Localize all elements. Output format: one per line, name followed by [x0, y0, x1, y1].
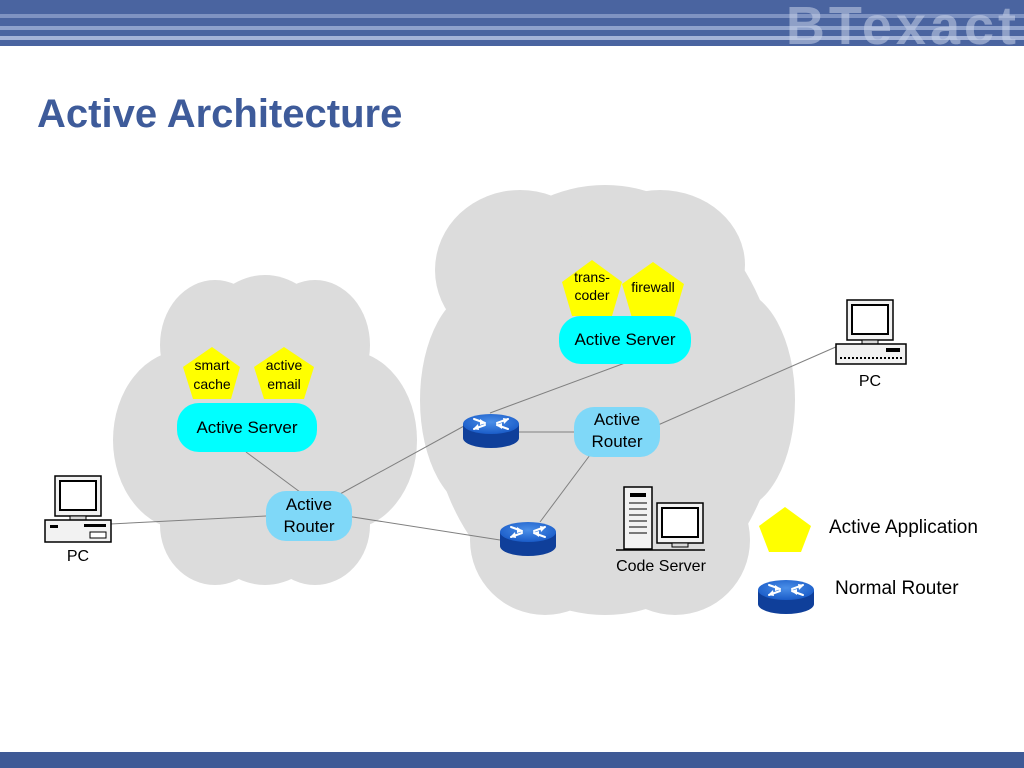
legend-normal-router-label: Normal Router [835, 578, 959, 599]
header-banner: BTexact [0, 0, 1024, 46]
active-server-right-label: Active Server [574, 330, 675, 349]
smart-cache-label-2: cache [193, 376, 231, 392]
active-email-label-1: active [266, 357, 303, 373]
connection-lines [109, 345, 839, 541]
pc-right: PC [835, 299, 907, 390]
active-router-left: Active Router [266, 491, 352, 541]
active-router-right-label-1: Active [594, 410, 640, 429]
active-server-left: Active Server [177, 403, 317, 452]
active-server-left-label: Active Server [196, 418, 297, 437]
footer-bar [0, 752, 1024, 768]
right-cloud [420, 185, 795, 615]
legend-active-application-label: Active Application [829, 517, 978, 538]
active-app-transcoder: trans- coder [562, 260, 622, 316]
active-router-right: Active Router [574, 407, 660, 457]
active-router-left-label-2: Router [283, 517, 334, 536]
active-router-left-label-1: Active [286, 495, 332, 514]
legend-normal-router: Normal Router [757, 578, 959, 615]
active-app-active-email: active email [254, 347, 314, 399]
active-server-right: Active Server [559, 316, 691, 364]
pc-left-label: PC [67, 548, 89, 565]
smart-cache-label-1: smart [195, 357, 230, 373]
pc-right-label: PC [859, 373, 881, 390]
active-router-right-label-2: Router [591, 432, 642, 451]
pc-left: PC [44, 475, 112, 565]
firewall-label: firewall [631, 279, 675, 295]
legend-pentagon-icon [759, 507, 811, 552]
page-title: Active Architecture [37, 92, 403, 136]
code-server: Code Server [616, 486, 707, 575]
active-email-label-2: email [267, 376, 300, 392]
transcoder-label-2: coder [574, 287, 609, 303]
legend-active-application: Active Application [759, 507, 978, 552]
active-app-smart-cache: smart cache [183, 347, 240, 399]
header-logo: BTexact [786, 0, 1020, 46]
code-server-label: Code Server [616, 558, 706, 575]
normal-router-lower [499, 521, 557, 557]
active-app-firewall: firewall [622, 262, 684, 318]
transcoder-label-1: trans- [574, 269, 610, 285]
legend-router-icon [757, 579, 815, 615]
normal-router-upper [462, 413, 520, 449]
